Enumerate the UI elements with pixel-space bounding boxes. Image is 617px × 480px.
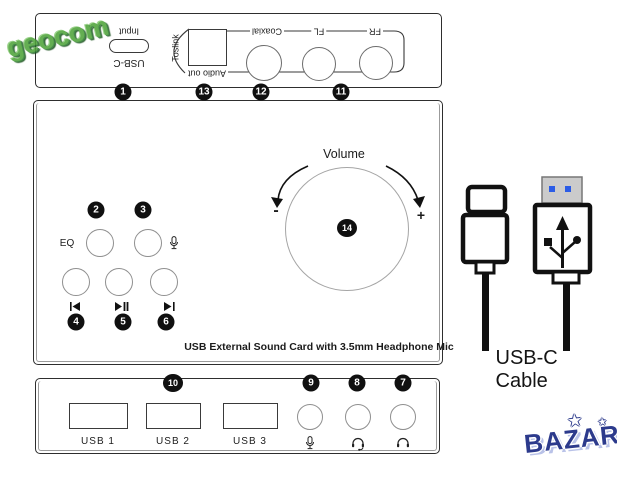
star-icon: ★ [567, 411, 583, 431]
eq-label: EQ [59, 238, 75, 249]
star-icon: ★ [597, 416, 607, 428]
usb3-label: USB 3 [233, 436, 267, 447]
previous-track-icon [70, 302, 80, 311]
callout-9: 9 [302, 374, 320, 392]
callout-13: 13 [195, 83, 213, 101]
usb2-label: USB 2 [156, 436, 190, 447]
fr-rca-jack [359, 46, 393, 80]
cable-label: USB-C Cable [495, 347, 558, 392]
callout-5: 5 [114, 313, 132, 331]
toslink-port [188, 29, 227, 66]
callout-14: 14 [337, 219, 357, 237]
play-pause-button [105, 268, 133, 296]
callout-2: 2 [87, 201, 105, 219]
headphone-jack [390, 404, 416, 430]
product-caption: USB External Sound Card with 3.5mm Headp… [184, 340, 454, 353]
callout-8: 8 [348, 374, 366, 392]
callout-1: 1 [114, 83, 132, 101]
input-label: Input [116, 26, 142, 37]
callout-3: 3 [134, 201, 152, 219]
usb-c-connector [460, 184, 510, 351]
usb-c-port [109, 39, 149, 53]
mic-icon [170, 236, 178, 250]
volume-minus-label: - [273, 202, 279, 219]
front-panel-view: EQ Volume - + USB External Sound Card wi… [33, 100, 454, 365]
fr-label: FR [367, 26, 383, 37]
coaxial-label: Coaxial [249, 26, 285, 37]
toslink-label: Toslink [170, 34, 181, 62]
callout-4: 4 [67, 313, 85, 331]
audio-out-label: Audio out [185, 68, 229, 79]
eq-button [86, 229, 114, 257]
mic-jack [297, 404, 323, 430]
volume-decrease-arrow-icon [277, 165, 309, 201]
callout-12: 12 [252, 83, 270, 101]
usb1-label: USB 1 [81, 436, 115, 447]
fl-rca-jack [302, 47, 336, 81]
previous-track-button [62, 268, 90, 296]
volume-label: Volume [323, 146, 365, 161]
top-panel-view: Input USB-C Toslink Audio out Coaxial FL… [35, 13, 442, 88]
next-track-icon [164, 302, 175, 311]
headphones-icon [397, 437, 409, 448]
next-track-button [150, 268, 178, 296]
callout-11: 11 [332, 83, 350, 101]
volume-plus-label: + [416, 207, 426, 223]
usb-a-connector [532, 176, 593, 351]
callout-10: 10 [163, 374, 183, 392]
bottom-panel-view: USB 1 USB 2 USB 3 [35, 378, 440, 454]
callout-6: 6 [157, 313, 175, 331]
usb2-port [146, 403, 201, 429]
coaxial-jack [246, 45, 282, 81]
volume-direction-arrows [271, 165, 425, 208]
usb3-port [223, 403, 278, 429]
usb-cable-illustration [460, 176, 593, 351]
usb-trident-icon [544, 216, 581, 268]
mic-mute-button [134, 229, 162, 257]
usb1-port [69, 403, 128, 429]
headset-icon [352, 437, 364, 451]
bazar-logo-watermark: BAZAR ★ ★ [523, 412, 617, 460]
callout-7: 7 [394, 374, 412, 392]
volume-increase-arrow-icon [385, 165, 419, 201]
usb-c-label: USB-C [111, 57, 147, 68]
mic-icon [306, 436, 314, 450]
headset-jack [345, 404, 371, 430]
play-pause-icon [115, 302, 129, 311]
fl-label: FL [311, 26, 327, 37]
annotation-lines [173, 28, 405, 74]
